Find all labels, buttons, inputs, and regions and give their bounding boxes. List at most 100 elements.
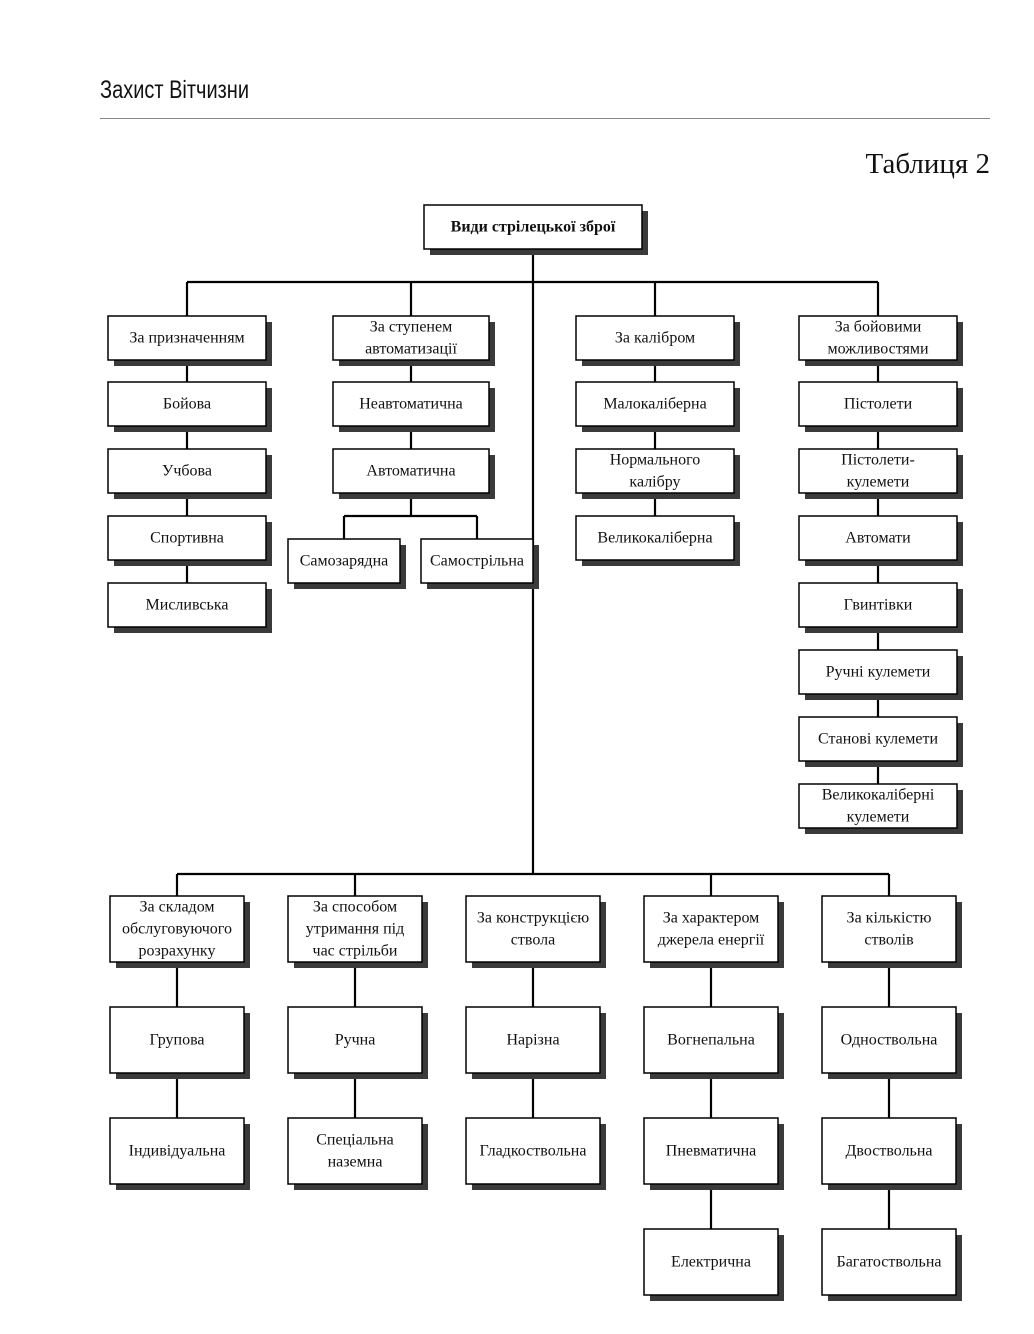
node-label: За конструкцією <box>477 910 589 927</box>
node-d4-1: Вогнепальна <box>643 1006 784 1079</box>
node-label: За калібром <box>615 330 695 347</box>
node-label: утримання під <box>306 921 405 938</box>
node-c3-2: Нормального калібру <box>575 448 740 499</box>
node-label: Одноствольна <box>841 1032 938 1049</box>
node-label: ствола <box>511 932 555 949</box>
box-frame <box>821 1228 957 1296</box>
node-c2-1: Неавтоматична <box>332 381 495 432</box>
node-root: Види стрілецької зброї <box>423 204 648 255</box>
node-d3-2: Гладкоствольна <box>465 1117 606 1190</box>
node-label: Неавтоматична <box>359 396 463 413</box>
node-label: кулемети <box>847 809 910 826</box>
box-frame <box>798 315 958 361</box>
node-label: Станові кулемети <box>818 731 938 748</box>
node-label: За призначенням <box>129 330 244 347</box>
box-frame <box>109 1006 245 1074</box>
box-frame <box>109 895 245 963</box>
node-c3: За калібром <box>575 315 740 366</box>
node-label: Самострільна <box>430 553 524 570</box>
node-label: джерела енергії <box>658 932 765 949</box>
node-label: За бойовими <box>835 319 922 336</box>
node-c4-4: Гвинтівки <box>798 582 963 633</box>
node-label: Великокаліберна <box>597 530 712 547</box>
node-c4-5: Ручні кулемети <box>798 649 963 700</box>
box-frame <box>798 582 958 628</box>
box-frame <box>643 1228 779 1296</box>
header-title: Захист Вітчизни <box>100 76 250 104</box>
node-label: калібру <box>629 474 680 491</box>
node-d5-1: Одноствольна <box>821 1006 962 1079</box>
node-c4-2: Пістолети-кулемети <box>798 448 963 499</box>
node-label: Пістолети <box>844 396 913 413</box>
box-frame <box>465 1006 601 1074</box>
box-frame <box>821 895 957 963</box>
node-label: наземна <box>328 1154 383 1171</box>
node-c3-3: Великокаліберна <box>575 515 740 566</box>
box-frame <box>107 381 267 427</box>
node-label: Бойова <box>163 396 211 413</box>
box-frame <box>287 538 401 584</box>
node-label: Групова <box>149 1032 204 1049</box>
node-label: За способом <box>313 899 397 916</box>
box-frame <box>332 448 490 494</box>
node-c4-6: Станові кулемети <box>798 716 963 767</box>
node-label: обслуговуючого <box>122 921 232 938</box>
node-c1: За призначенням <box>107 315 272 366</box>
box-frame <box>821 1117 957 1185</box>
box-frame <box>798 716 958 762</box>
node-c1-3: Спортивна <box>107 515 272 566</box>
box-frame <box>643 1006 779 1074</box>
box-frame <box>575 315 735 361</box>
node-d2-2: Спеціальна наземна <box>287 1117 428 1190</box>
node-label: Вогнепальна <box>667 1032 755 1049</box>
box-frame <box>798 515 958 561</box>
node-label: Види стрілецької зброї <box>451 219 616 236</box>
box-frame <box>332 315 490 361</box>
node-label: стволів <box>864 932 914 949</box>
box-frame <box>107 582 267 628</box>
node-label: Ручна <box>335 1032 376 1049</box>
box-frame <box>798 649 958 695</box>
node-label: Автомати <box>845 530 911 547</box>
node-d1-1: Групова <box>109 1006 250 1079</box>
box-frame <box>643 1117 779 1185</box>
node-label: Автоматична <box>366 463 455 480</box>
node-label: Великокаліберні <box>822 787 935 804</box>
box-frame <box>287 1006 423 1074</box>
node-d5-2: Двоствольна <box>821 1117 962 1190</box>
node-label: Електрична <box>671 1254 751 1271</box>
node-label: Мисливська <box>146 597 229 614</box>
node-label: Нормального <box>610 452 701 469</box>
node-label: Нарізна <box>506 1032 559 1049</box>
box-frame <box>109 1117 245 1185</box>
node-label: Ручні кулемети <box>826 664 931 681</box>
box-frame <box>643 895 779 963</box>
box-frame <box>821 1006 957 1074</box>
node-c2-2b: Самострільна <box>420 538 539 589</box>
node-label: Індивідуальна <box>129 1143 226 1160</box>
box-frame <box>798 381 958 427</box>
node-c3-1: Малокаліберна <box>575 381 740 432</box>
box-frame <box>798 783 958 829</box>
node-label: Спеціальна <box>316 1132 394 1149</box>
node-label: кулемети <box>847 474 910 491</box>
box-frame <box>420 538 534 584</box>
node-label: Малокаліберна <box>603 396 706 413</box>
node-label: Гладкоствольна <box>480 1143 587 1160</box>
node-c2-2: Автоматична <box>332 448 495 499</box>
box-frame <box>332 381 490 427</box>
node-c4-7: Великокаліберні кулемети <box>798 783 963 834</box>
box-frame <box>465 1117 601 1185</box>
box-frame <box>107 315 267 361</box>
node-label: За характером <box>663 910 760 927</box>
node-label: Пневматична <box>666 1143 756 1160</box>
node-c1-2: Учбова <box>107 448 272 499</box>
box-frame <box>107 515 267 561</box>
box-frame <box>423 204 643 250</box>
